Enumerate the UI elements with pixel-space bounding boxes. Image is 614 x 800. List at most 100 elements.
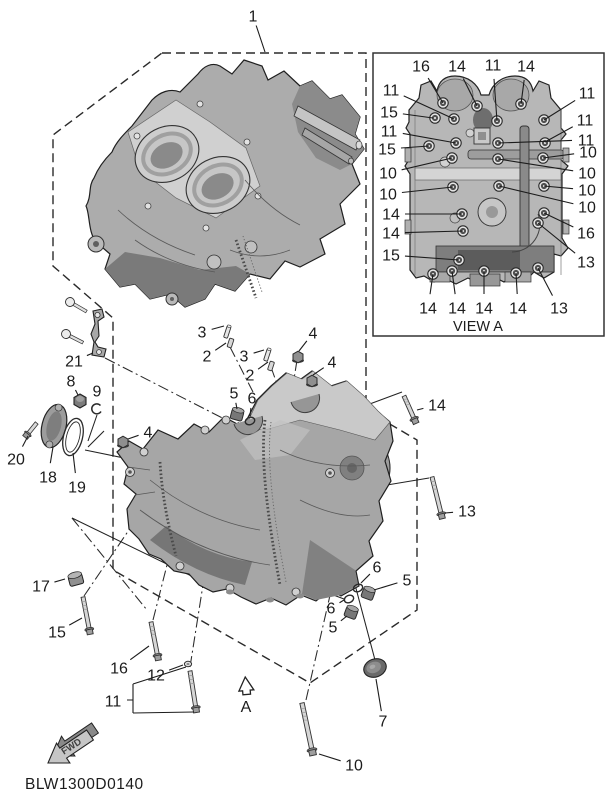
part-4-nut <box>292 350 304 364</box>
part-17-cap <box>67 571 85 587</box>
callout-label: 14 <box>475 301 493 318</box>
part-5-plug <box>229 406 245 422</box>
callout-label: 11 <box>579 86 596 103</box>
callout-label: 10 <box>345 758 363 775</box>
callout-leader <box>211 325 225 330</box>
callout-label: 15 <box>380 105 398 122</box>
callout-label: 14 <box>517 59 535 76</box>
callout-label: 16 <box>110 661 128 678</box>
callout-label: 5 <box>403 573 412 590</box>
callout-label: 2 <box>246 368 255 385</box>
callout-leader <box>68 617 83 626</box>
fwd-arrow: FWD <box>47 722 100 764</box>
callout-label: 4 <box>309 326 318 343</box>
callout-label: 6 <box>327 601 336 618</box>
callout-leader <box>127 434 139 440</box>
callout-leader <box>416 407 424 411</box>
callout-label: 14 <box>448 59 466 76</box>
callout-leader <box>74 389 79 396</box>
callout-label: 6 <box>248 391 257 408</box>
callout-leader <box>429 273 434 295</box>
callout-leader <box>168 664 184 671</box>
callout-leader <box>497 158 574 172</box>
callout-leader <box>298 340 308 352</box>
callout-label: 16 <box>412 59 430 76</box>
part-8-cap-nut <box>73 393 87 409</box>
part-3-dowel-pin-b <box>263 347 272 362</box>
part-6-gasket-ring <box>352 583 364 593</box>
callout-leader <box>318 753 341 762</box>
callout-label: 14 <box>428 398 446 415</box>
callout-label: 10 <box>579 145 597 162</box>
callout-label: 12 <box>147 668 165 685</box>
upper-crankcase-art <box>85 59 365 308</box>
bracket-screw <box>61 329 85 345</box>
callout-label: 18 <box>39 470 57 487</box>
callout-label: 10 <box>379 166 397 183</box>
callout-leader <box>451 270 456 295</box>
callout-leader <box>515 272 518 295</box>
callout-label: 21 <box>65 354 83 371</box>
callout-label: 10 <box>578 166 596 183</box>
callout-leader <box>54 578 66 583</box>
part-7-cap <box>363 658 387 678</box>
callout-leader <box>497 139 573 144</box>
bolt-circle-dot <box>543 141 547 145</box>
callout-leader <box>340 615 348 622</box>
callout-label: 5 <box>329 620 338 637</box>
callout-label: 5 <box>230 386 239 403</box>
part-14-bolt <box>401 394 420 426</box>
callout-label: 13 <box>458 504 476 521</box>
part-13-bolt <box>429 475 446 520</box>
cylinder-bore-2 <box>185 156 251 214</box>
callout-leader <box>537 222 576 254</box>
callout-leader <box>543 212 574 228</box>
callout-leader <box>404 230 464 234</box>
callout-leader <box>235 402 238 410</box>
callout-label: 11 <box>578 133 595 150</box>
part-18-cover <box>40 403 68 449</box>
cylinder-bore-1 <box>134 125 200 183</box>
callout-leader <box>520 79 525 105</box>
callout-leader <box>257 361 269 370</box>
callout-leader <box>253 349 265 354</box>
part-2-pin-a <box>226 337 235 349</box>
callout-label: 17 <box>32 579 50 596</box>
part-16-bolt <box>148 621 163 662</box>
callout-leader <box>255 25 266 53</box>
callout-leader <box>72 452 76 474</box>
callout-label: 9 <box>93 384 102 401</box>
callout-label: 14 <box>419 301 437 318</box>
callout-label: 3 <box>198 325 207 342</box>
callout-leader <box>444 511 454 514</box>
callout-leader <box>249 407 252 417</box>
callout-leader <box>402 132 457 144</box>
callout-label: 8 <box>67 374 76 391</box>
callout-label: 15 <box>48 625 66 642</box>
callout-label: 14 <box>382 207 400 224</box>
callout-label: 10 <box>379 187 397 204</box>
callout-label: 11 <box>105 694 122 711</box>
callout-leader <box>404 255 460 261</box>
view-a-title: VIEW A <box>453 319 503 335</box>
callout-leader <box>543 99 576 121</box>
part-21-bracket <box>90 308 107 358</box>
callout-11-bracket <box>127 666 195 714</box>
part-11-bolt <box>187 670 201 714</box>
callout-label: 11 <box>577 113 594 130</box>
callout-label: 14 <box>382 226 400 243</box>
callout-leader <box>312 367 325 376</box>
callout-label: 11 <box>485 58 502 75</box>
view-direction-arrow <box>237 675 256 696</box>
callout-label: 2 <box>203 349 212 366</box>
callout-leader <box>129 645 150 661</box>
part-5-plug <box>360 585 376 601</box>
part-6-gasket-ring <box>343 594 355 604</box>
view-direction-label: A <box>241 699 252 716</box>
part-12-washer <box>183 660 193 668</box>
